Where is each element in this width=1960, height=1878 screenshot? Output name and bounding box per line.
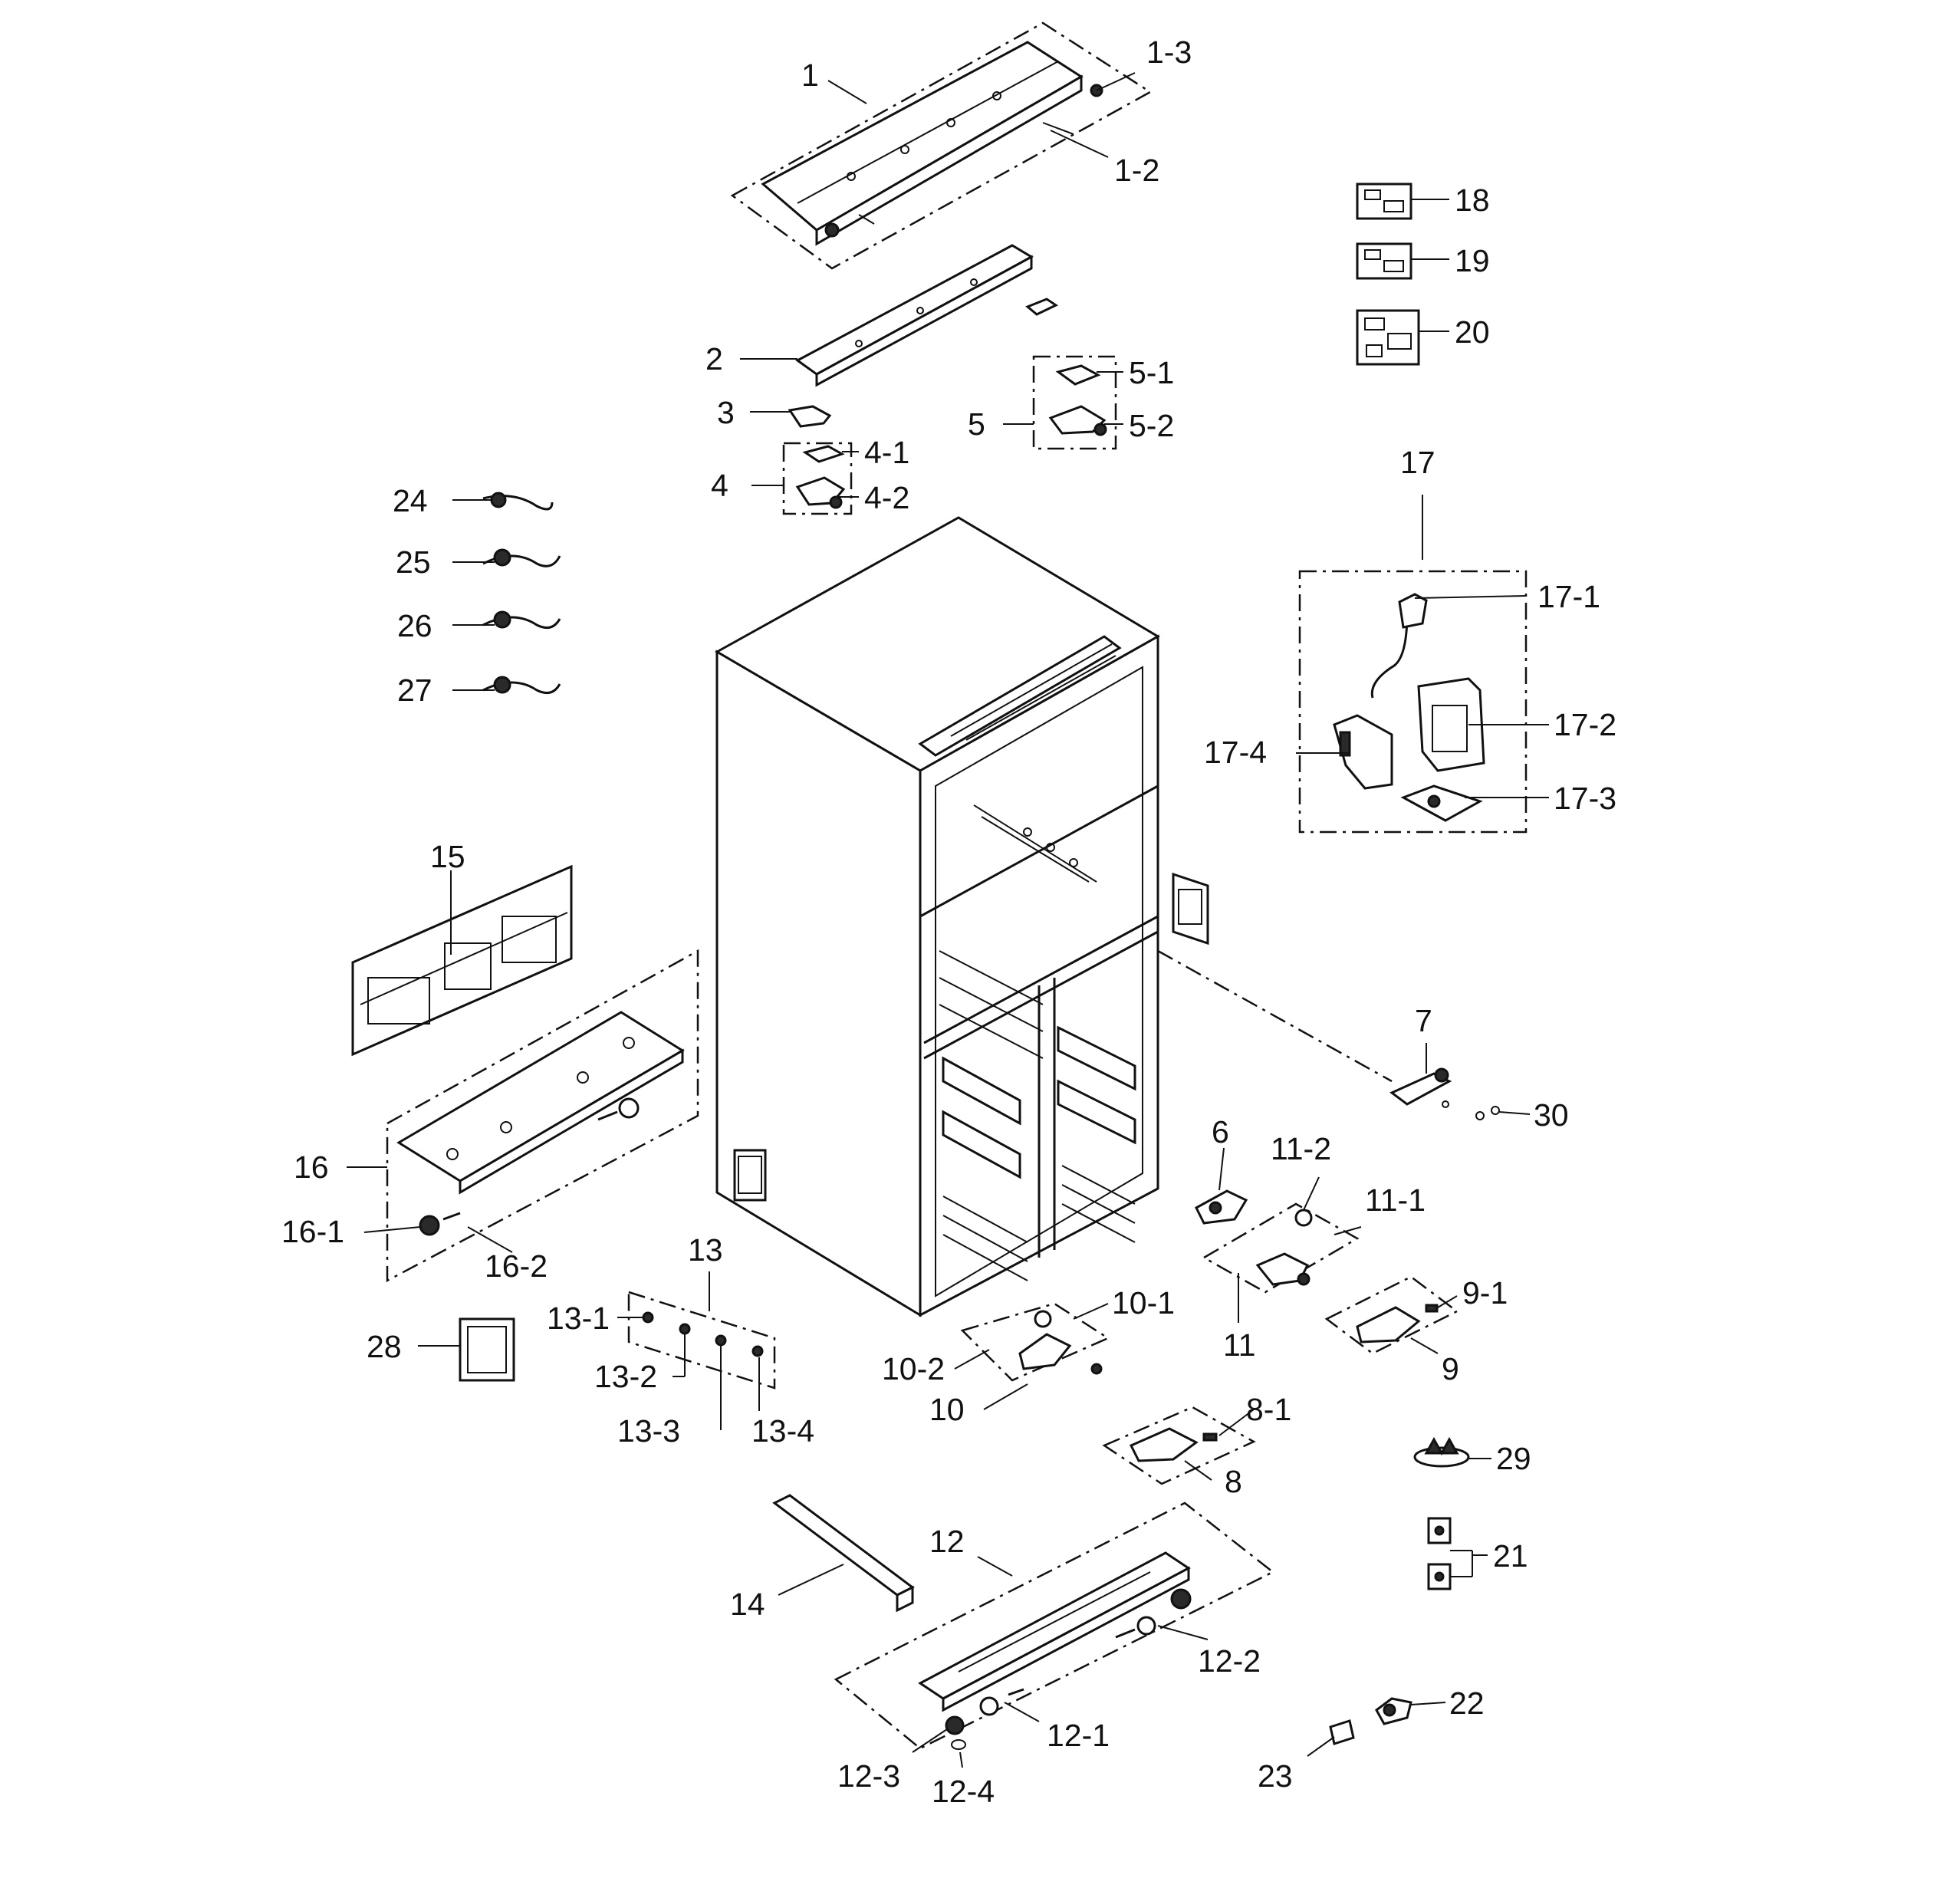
leader-lines: [347, 72, 1549, 1768]
label-1-3: 1-3: [1146, 35, 1192, 70]
label-30: 30: [1534, 1097, 1569, 1133]
label-4-2: 4-2: [864, 480, 909, 515]
part-9-hinge: [1324, 1275, 1459, 1355]
label-11-1: 11-1: [1365, 1182, 1426, 1218]
label-27: 27: [397, 673, 432, 708]
label-8: 8: [1225, 1464, 1242, 1499]
label-29: 29: [1496, 1441, 1531, 1476]
part-6-hinge: [1195, 1189, 1248, 1225]
label-13-1: 13-1: [547, 1301, 610, 1336]
part-8-hinge: [1102, 1406, 1256, 1485]
label-17-3: 17-3: [1554, 781, 1616, 816]
part-21-brackets: [1427, 1517, 1452, 1590]
label-7: 7: [1415, 1003, 1432, 1038]
label-13: 13: [688, 1232, 723, 1268]
part-2-rail-plate: [795, 244, 1059, 387]
part-5-hinge-group: [1032, 355, 1117, 450]
label-13-4: 13-4: [751, 1413, 814, 1449]
label-11: 11: [1223, 1327, 1256, 1363]
refrigerator-cabinet: [714, 516, 1209, 1317]
label-17-2: 17-2: [1554, 707, 1616, 742]
label-23: 23: [1258, 1758, 1293, 1794]
label-8-1: 8-1: [1246, 1392, 1291, 1427]
part-11-hinge-group: [1202, 1202, 1360, 1294]
part-14-rail: [772, 1494, 915, 1613]
label-2: 2: [705, 341, 723, 377]
label-28: 28: [367, 1329, 402, 1364]
label-12-3: 12-3: [837, 1758, 900, 1794]
callout-labels: 1 1-3 1-2 18 19 20 2 5-1 3 5 5-2 4-1 4 4…: [281, 35, 1616, 1809]
label-11-2: 11-2: [1271, 1131, 1331, 1166]
label-3: 3: [717, 395, 735, 430]
label-4-1: 4-1: [864, 435, 909, 470]
label-6: 6: [1212, 1114, 1229, 1149]
label-10-2: 10-2: [882, 1351, 945, 1386]
label-21: 21: [1493, 1538, 1528, 1574]
label-15: 15: [430, 839, 465, 874]
label-12-4: 12-4: [932, 1774, 995, 1809]
label-9: 9: [1442, 1351, 1459, 1386]
part-16-lower-cover: [386, 949, 699, 1283]
parts-24-27-wire-harnesses: [482, 492, 561, 695]
label-20: 20: [1455, 314, 1490, 350]
label-18: 18: [1455, 183, 1490, 218]
label-9-1: 9-1: [1462, 1275, 1508, 1311]
part-13-screw-set: [627, 1291, 776, 1390]
part-29-foot: [1413, 1436, 1470, 1468]
parts-22-23-fittings: [1329, 1697, 1412, 1745]
label-1: 1: [801, 58, 819, 93]
label-13-3: 13-3: [617, 1413, 680, 1449]
label-12-2: 12-2: [1198, 1643, 1261, 1679]
label-13-2: 13-2: [594, 1359, 657, 1394]
label-17-4: 17-4: [1204, 735, 1267, 770]
part-4-hinge-group: [782, 442, 853, 515]
label-5-2: 5-2: [1129, 408, 1174, 443]
part-3-bracket: [788, 405, 832, 428]
part-12-base-assembly: [834, 1501, 1275, 1750]
label-12-1: 12-1: [1047, 1718, 1110, 1753]
label-1-2: 1-2: [1114, 153, 1159, 188]
label-5-1: 5-1: [1129, 355, 1174, 390]
part-15-panel: [351, 864, 573, 1057]
label-22: 22: [1449, 1686, 1485, 1721]
label-4: 4: [711, 468, 728, 503]
part-17-dispenser-group: [1298, 570, 1528, 834]
label-26: 26: [397, 608, 432, 643]
label-17-1: 17-1: [1537, 579, 1600, 614]
label-25: 25: [396, 544, 431, 580]
label-19: 19: [1455, 243, 1490, 278]
label-16-2: 16-2: [485, 1248, 548, 1284]
label-12: 12: [929, 1524, 965, 1559]
part-28-grille: [459, 1317, 515, 1382]
label-17: 17: [1400, 445, 1435, 480]
label-24: 24: [393, 483, 428, 518]
part-10-hinge: [960, 1302, 1110, 1382]
label-16-1: 16-1: [281, 1214, 344, 1249]
label-16: 16: [294, 1149, 329, 1185]
label-10: 10: [929, 1392, 965, 1427]
label-10-1: 10-1: [1112, 1285, 1175, 1321]
parts-18-20-control-boards: [1356, 183, 1420, 366]
part-7-hinge: [1389, 1067, 1500, 1120]
part-1-top-cover: [730, 21, 1153, 270]
label-5: 5: [968, 406, 985, 442]
label-14: 14: [730, 1587, 765, 1622]
